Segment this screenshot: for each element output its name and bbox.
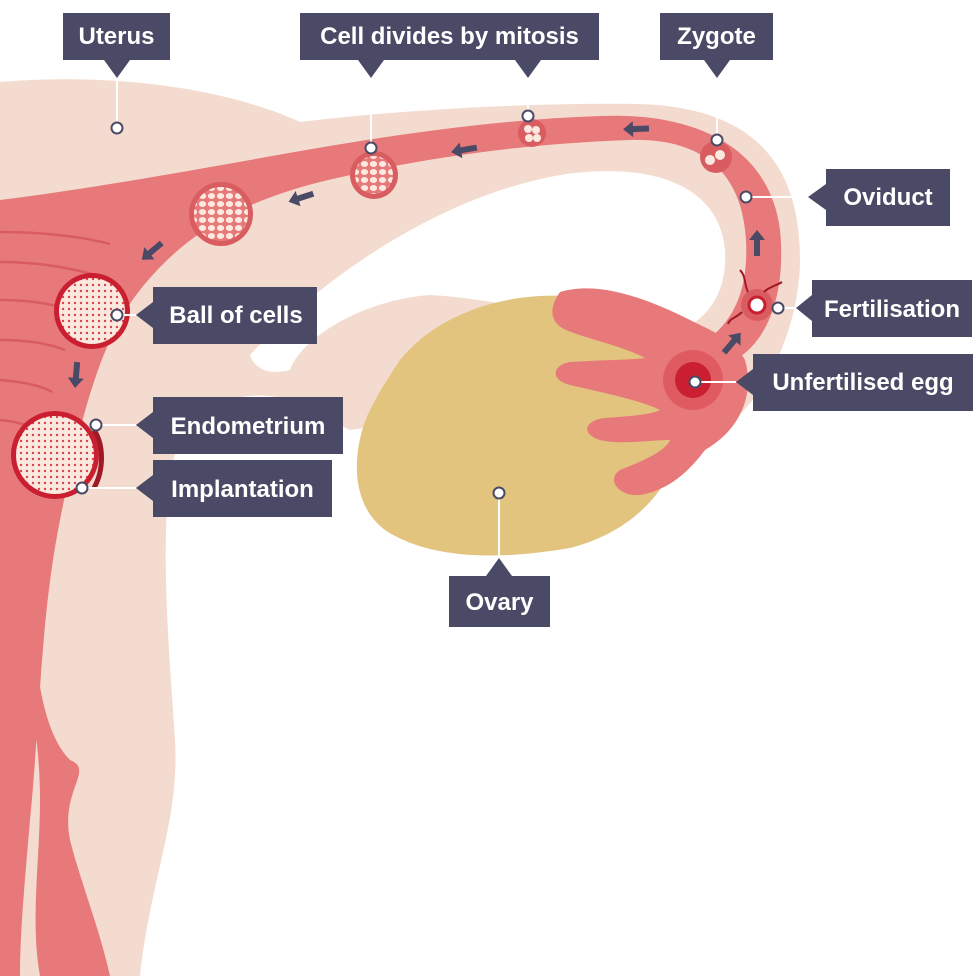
label-uterus: Uterus — [63, 13, 170, 135]
zygote-cell — [700, 141, 732, 173]
label-ball-of-cells: Ball of cells — [110, 287, 317, 344]
label-fertilisation: Fertilisation — [771, 280, 972, 337]
mitosis-cell-small — [518, 119, 546, 147]
label-implantation-text: Implantation — [171, 476, 314, 503]
label-endometrium: Endometrium — [89, 397, 343, 454]
fertilisation-cell — [727, 269, 783, 325]
label-oviduct: Oviduct — [739, 169, 950, 226]
mitosis-cell-large — [189, 182, 253, 246]
label-mitosis: Cell divides by mitosis — [300, 13, 599, 155]
uterine-lining — [0, 115, 782, 976]
label-fertilisation-text: Fertilisation — [824, 296, 960, 323]
label-ovary: Ovary — [449, 486, 550, 627]
path-arrows — [67, 121, 765, 388]
implanted-ball — [11, 411, 104, 499]
label-zygote-text: Zygote — [677, 23, 756, 50]
ball-of-cells-shape — [54, 273, 130, 349]
label-uterus-text: Uterus — [78, 23, 154, 50]
uterus-lower — [0, 560, 110, 976]
label-implantation: Implantation — [75, 460, 332, 517]
label-ball-of-cells-text: Ball of cells — [169, 302, 302, 329]
label-oviduct-text: Oviduct — [843, 184, 932, 211]
label-unfertilised-egg-text: Unfertilised egg — [772, 369, 953, 396]
mitosis-cell-medium — [350, 151, 398, 199]
fimbriae — [552, 288, 749, 496]
label-mitosis-text: Cell divides by mitosis — [320, 23, 579, 50]
label-zygote: Zygote — [660, 13, 773, 147]
label-ovary-text: Ovary — [465, 589, 534, 616]
label-unfertilised-egg: Unfertilised egg — [688, 354, 973, 411]
label-endometrium-text: Endometrium — [171, 413, 326, 440]
